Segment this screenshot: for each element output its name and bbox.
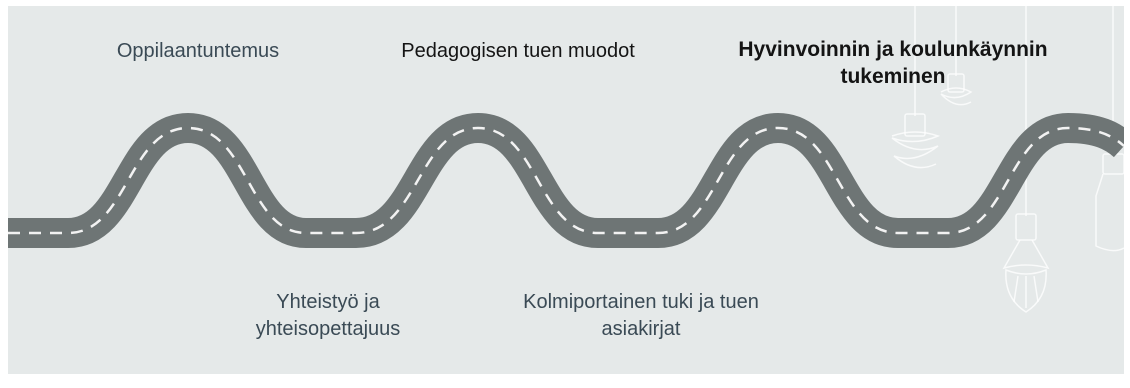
road — [8, 112, 1124, 248]
milestone-label-oppilaantuntemus: Oppilaantuntemus — [88, 38, 308, 65]
label-line: Yhteistyö ja — [276, 291, 380, 313]
label-line: tukeminen — [840, 65, 946, 88]
lightbulb-icon — [1002, 213, 1050, 313]
diagram-panel: Oppilaantuntemus Pedagogisen tuen muodot… — [8, 6, 1124, 374]
label-line: Hyvinvoinnin ja koulunkäynnin — [738, 38, 1048, 61]
milestone-label-yhteistyo: Yhteistyö ja yhteisopettajuus — [228, 289, 428, 343]
label-line: Oppilaantuntemus — [116, 40, 280, 62]
milestone-label-hyvinvoinnin-tukeminen: Hyvinvoinnin ja koulunkäynnin tukeminen — [708, 36, 1078, 90]
lightbulb-icon — [1095, 153, 1124, 252]
label-line: yhteisopettajuus — [255, 318, 401, 340]
lightbulb-icon — [891, 113, 941, 169]
road-center-dashes — [8, 126, 1124, 235]
hanging-bulbs-decoration — [891, 6, 1124, 313]
label-line: Kolmiportainen tuki ja tuen — [523, 291, 759, 313]
label-line: asiakirjat — [601, 318, 681, 340]
label-line: Pedagogisen tuen muodot — [401, 40, 635, 62]
milestone-label-kolmiportainen-tuki: Kolmiportainen tuki ja tuen asiakirjat — [486, 289, 796, 343]
lightbulb-icon — [940, 73, 973, 106]
milestone-label-pedagogisen-tuen-muodot: Pedagogisen tuen muodot — [368, 38, 668, 65]
winding-road-graphic — [8, 6, 1124, 313]
